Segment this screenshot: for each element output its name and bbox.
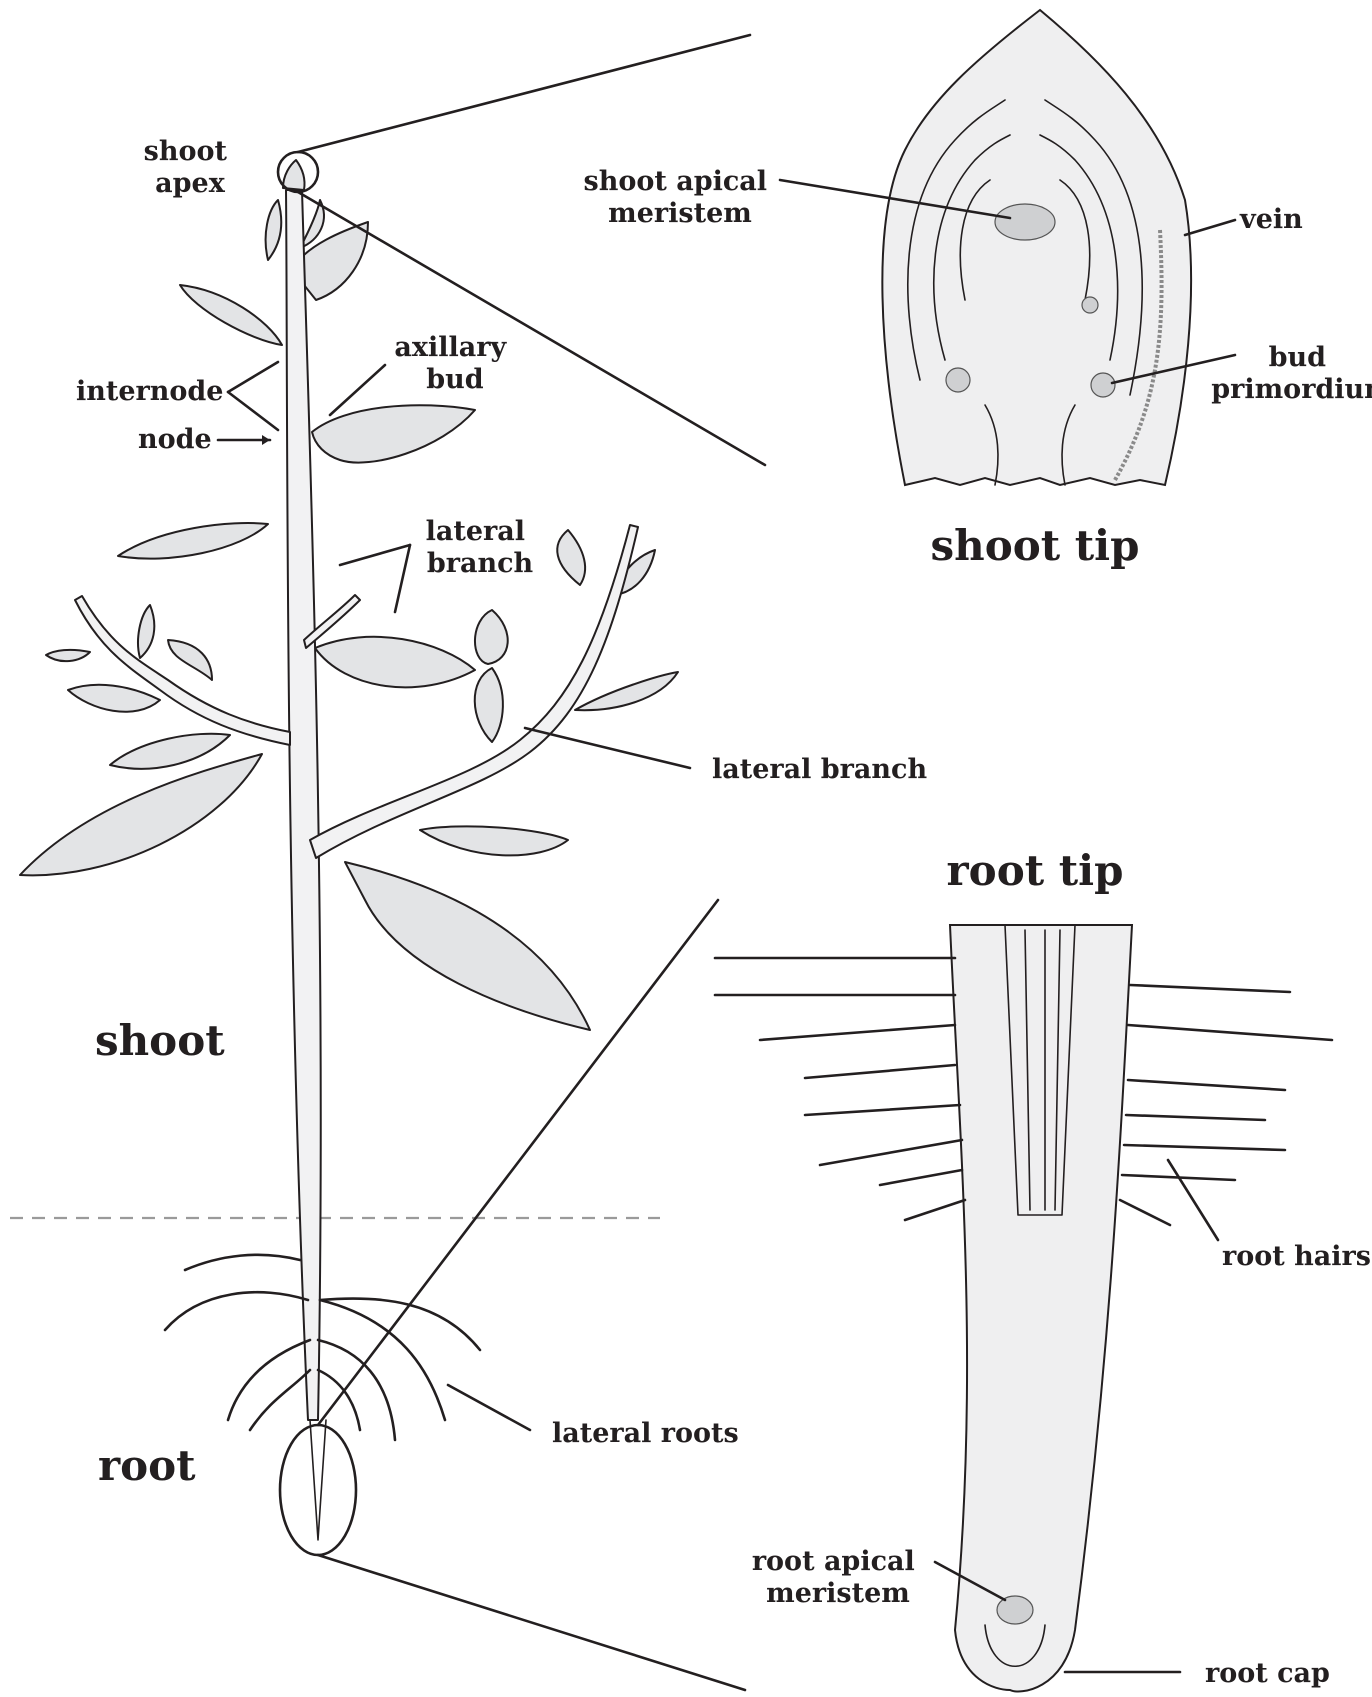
label-shoot: shoot — [95, 1016, 225, 1065]
shoot-tip-section — [780, 10, 1235, 485]
label-lateral-branch: lateral branch — [712, 754, 927, 785]
shoot-apical-meristem-mark — [995, 204, 1055, 240]
pointer-vein — [1185, 220, 1235, 235]
label-axillary-bud: axillary bud — [394, 332, 515, 395]
label-shoot-tip: shoot tip — [931, 521, 1140, 570]
pointer-internode-down — [228, 392, 278, 430]
pointer-lateral-branch-top-a — [340, 545, 410, 565]
pointer-lateral-branch — [525, 728, 690, 768]
label-node: node — [138, 424, 212, 455]
label-root-apical-meristem: root apical meristem — [752, 1546, 924, 1609]
bud-primordium-mark — [1091, 373, 1115, 397]
lateral-roots-drawing — [165, 1255, 480, 1440]
label-shoot-apex: shoot apex — [144, 136, 237, 199]
pointer-internode-up — [228, 362, 278, 392]
label-root-cap: root cap — [1205, 1658, 1330, 1689]
label-shoot-apical-meristem: shoot apical meristem — [584, 166, 777, 229]
label-vein: vein — [1239, 204, 1303, 235]
pointer-lateral-branch-top-b — [395, 545, 410, 612]
label-lateral-roots: lateral roots — [552, 1418, 739, 1449]
main-stem — [286, 190, 321, 1420]
leaves — [20, 200, 678, 1030]
zoom-line-root-bottom — [318, 1555, 745, 1690]
label-lateral-branch-top: lateral branch — [426, 516, 535, 579]
pointer-root-hairs — [1168, 1160, 1218, 1240]
label-bud-primordium: bud primordium — [1211, 342, 1372, 405]
zoom-line-shoot-top — [298, 35, 750, 152]
root-apical-meristem-mark — [997, 1596, 1033, 1624]
label-internode: internode — [76, 376, 223, 407]
label-root-hairs: root hairs — [1222, 1241, 1371, 1272]
label-root-tip: root tip — [947, 846, 1124, 895]
branch-left — [75, 596, 290, 745]
label-root: root — [98, 1441, 196, 1490]
pointer-lateral-roots — [448, 1385, 530, 1430]
